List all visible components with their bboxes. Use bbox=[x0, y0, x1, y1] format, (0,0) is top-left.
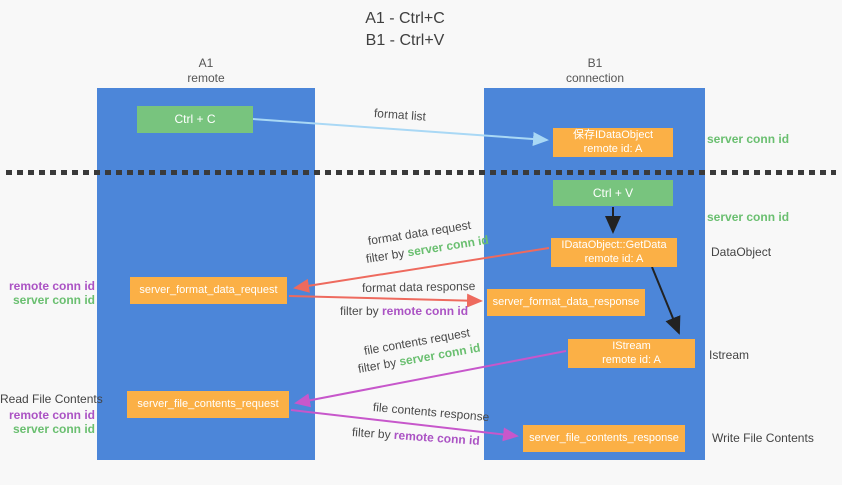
node-idataobject-getdata: IDataObject::GetData remote id: A bbox=[551, 238, 677, 267]
node-idataobject-getdata-line1: IDataObject::GetData bbox=[561, 239, 667, 252]
node-save-idataobject-line1: 保存IDataObject bbox=[572, 129, 654, 142]
format-list-arrow bbox=[252, 118, 549, 146]
annotation-server-conn-id-top: server conn id bbox=[707, 132, 790, 146]
file-contents-response-arrow bbox=[290, 409, 519, 442]
edge-label-format-data-response: format data response bbox=[361, 279, 476, 295]
column-header-a1: A1 remote bbox=[97, 56, 315, 86]
node-server-file-contents-request-label: server_file_contents_request bbox=[137, 397, 279, 410]
node-istream-line2: remote id: A bbox=[602, 353, 661, 366]
filter-by-text: filter by bbox=[351, 425, 395, 442]
node-ctrl-c-label: Ctrl + C bbox=[174, 112, 216, 127]
title-line-2: B1 - Ctrl+V bbox=[365, 31, 445, 49]
filter-by-text: filter by bbox=[340, 304, 383, 318]
annotation-dataobject: DataObject bbox=[711, 245, 772, 259]
node-server-file-contents-response: server_file_contents_response bbox=[523, 425, 685, 452]
node-server-format-data-response-label: server_format_data_response bbox=[492, 295, 640, 308]
column-b1-id: B1 bbox=[587, 56, 603, 70]
title-line-1: A1 - Ctrl+C bbox=[365, 10, 445, 27]
remote-conn-id-text: remote conn id bbox=[382, 304, 469, 318]
node-server-file-contents-response-label: server_file_contents_response bbox=[529, 431, 679, 444]
phase-separator-line bbox=[6, 170, 836, 175]
column-header-b1: B1 connection bbox=[485, 56, 705, 86]
node-server-format-data-request: server_format_data_request bbox=[130, 277, 287, 304]
annotation-conn-ids-file: remote conn id server conn id bbox=[0, 408, 95, 437]
node-istream: IStream remote id: A bbox=[568, 339, 695, 368]
node-server-format-data-request-label: server_format_data_request bbox=[139, 283, 278, 296]
node-istream-line1: IStream bbox=[612, 340, 651, 353]
format-data-request-arrow bbox=[293, 247, 550, 293]
node-ctrl-v-label: Ctrl + V bbox=[592, 185, 634, 200]
column-b1-label: connection bbox=[565, 71, 625, 85]
annotation-remote-conn-id-1: remote conn id bbox=[8, 279, 95, 293]
node-server-format-data-response: server_format_data_response bbox=[487, 289, 645, 316]
annotation-server-conn-id-1: server conn id bbox=[12, 293, 95, 308]
node-ctrl-c: Ctrl + C bbox=[137, 106, 253, 133]
annotation-istream: Istream bbox=[709, 348, 750, 362]
node-save-idataobject: 保存IDataObject remote id: A bbox=[553, 128, 673, 157]
node-ctrl-v: Ctrl + V bbox=[553, 180, 673, 206]
diagram-title: A1 - Ctrl+C B1 - Ctrl+V bbox=[0, 8, 810, 51]
node-save-idataobject-line2: remote id: A bbox=[583, 142, 643, 155]
node-server-file-contents-request: server_file_contents_request bbox=[127, 391, 289, 418]
annotation-server-conn-id-mid: server conn id bbox=[707, 210, 790, 224]
column-a1-id: A1 bbox=[198, 56, 214, 70]
edge-label-filter-remote-1: filter by remote conn id bbox=[340, 304, 468, 318]
file-contents-request-arrow bbox=[294, 350, 567, 408]
annotation-remote-conn-id-2: remote conn id bbox=[8, 408, 95, 422]
annotation-read-file-contents: Read File Contents bbox=[0, 392, 103, 406]
annotation-server-conn-id-2: server conn id bbox=[12, 422, 95, 437]
annotation-write-file-contents: Write File Contents bbox=[712, 431, 814, 445]
column-a1-label: remote bbox=[187, 71, 225, 85]
getdata-to-istream-arrow bbox=[651, 266, 681, 335]
node-idataobject-getdata-line2: remote id: A bbox=[584, 252, 644, 265]
format-data-response-arrow bbox=[288, 293, 483, 308]
annotation-conn-ids-format: remote conn id server conn id bbox=[0, 279, 95, 308]
